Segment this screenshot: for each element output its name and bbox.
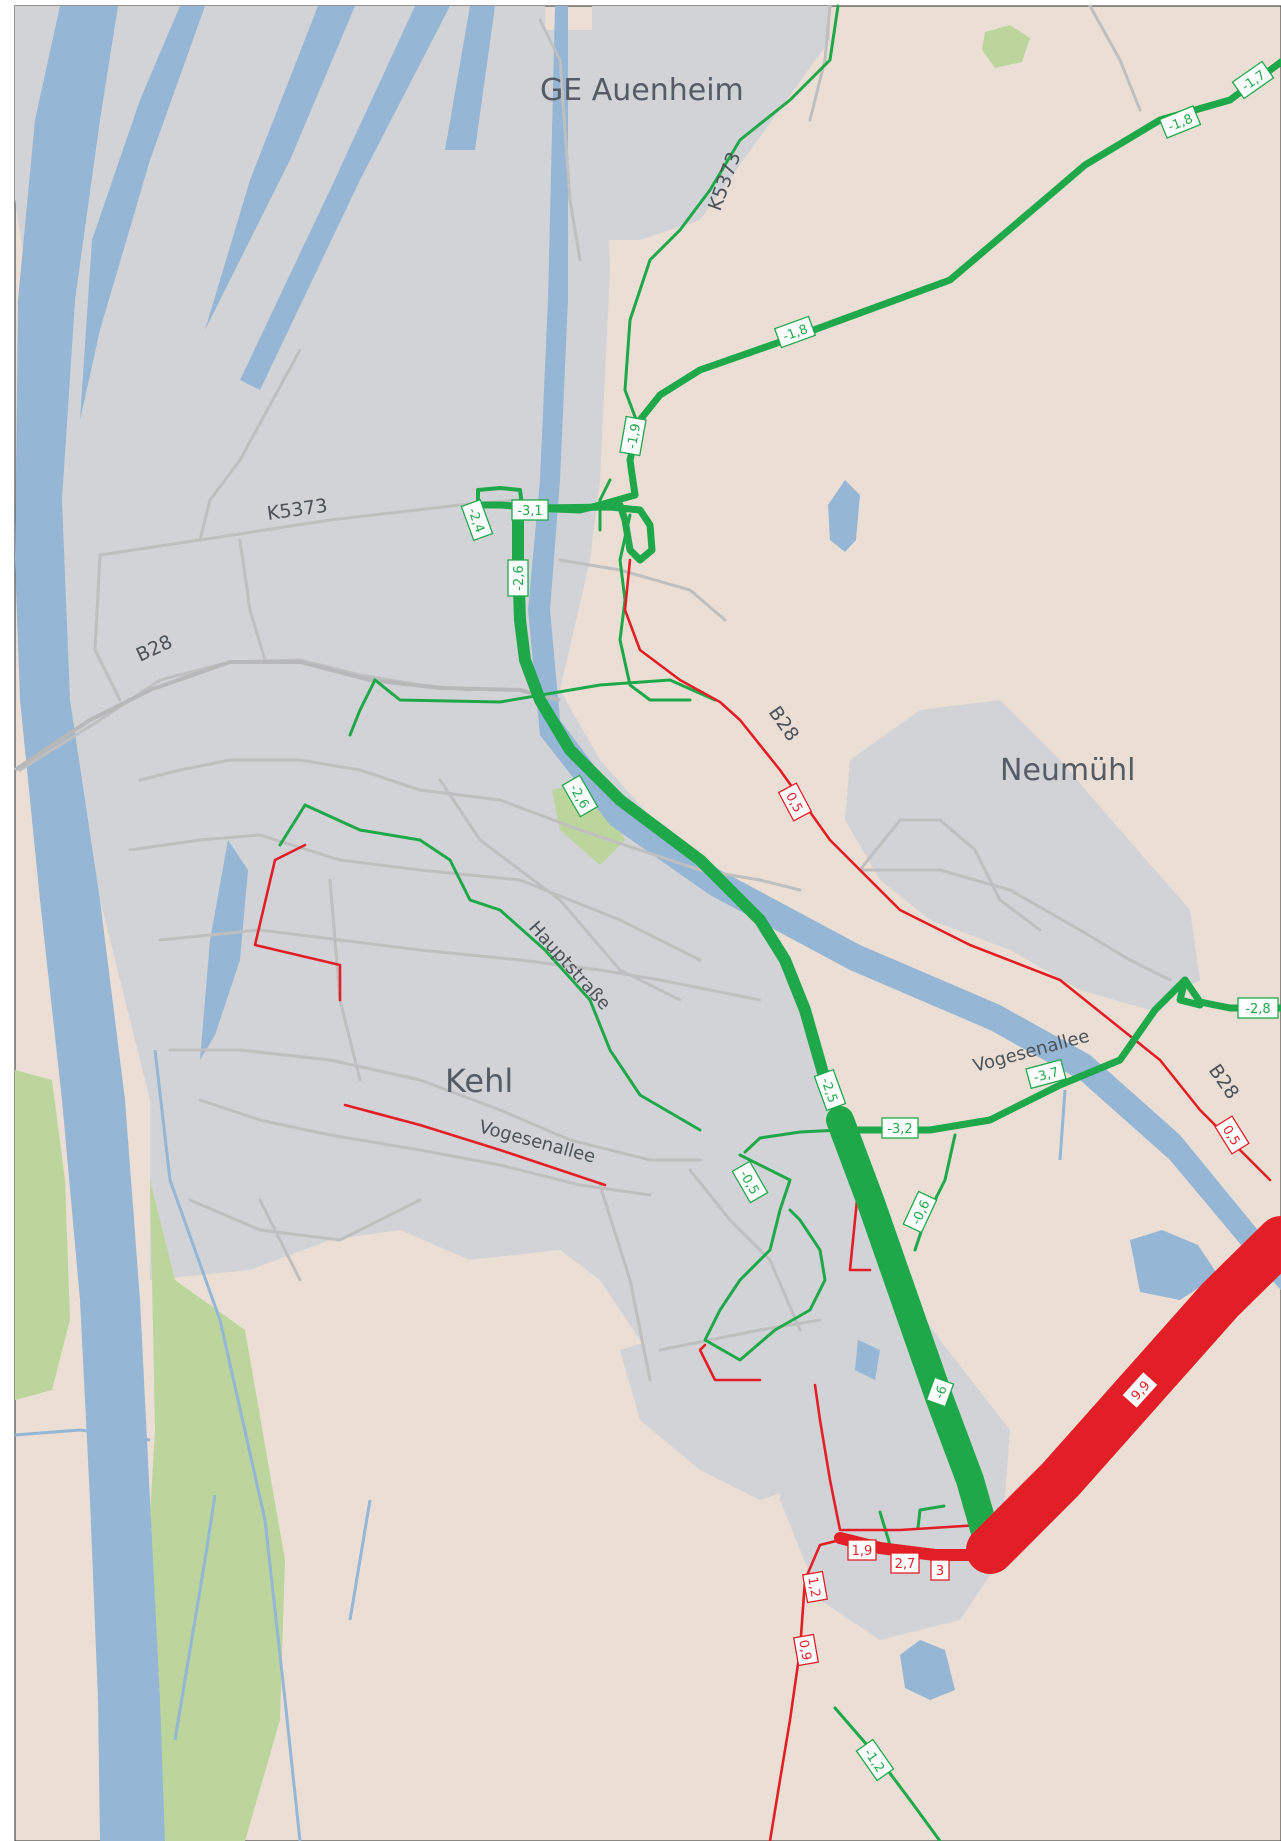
value-label: 0,9 [792, 1633, 820, 1667]
value-label: -6 [925, 1376, 955, 1408]
green-area-west-bank [15, 1070, 70, 1400]
svg-text:-6: -6 [932, 1384, 951, 1401]
value-label: 2,7 [890, 1552, 920, 1574]
value-label: -3,1 [511, 499, 549, 521]
urban-area-south [620, 1320, 840, 1500]
urban-area-neumuehl [845, 700, 1200, 1010]
value-label: -2,8 [1237, 997, 1279, 1019]
road-network [18, 4, 1172, 1382]
svg-text:-3,7: -3,7 [1032, 1065, 1060, 1086]
value-label: -2,5 [813, 1068, 847, 1112]
place-label-auenheim: GE Auenheim [540, 73, 744, 108]
value-label: -2,6 [507, 559, 529, 597]
railway-line [13, 660, 561, 772]
decrease-major-road [826, 1106, 1004, 1564]
svg-text:-2,8: -2,8 [1245, 1002, 1270, 1017]
green-area-park [552, 780, 625, 865]
svg-text:0,9: 0,9 [795, 1639, 813, 1662]
svg-text:3: 3 [936, 1564, 944, 1579]
svg-text:-3,2: -3,2 [887, 1122, 912, 1137]
value-label: 1,9 [847, 1539, 877, 1561]
value-label: 0,5 [1214, 1115, 1250, 1155]
svg-text:1,9: 1,9 [852, 1544, 873, 1559]
value-label: 1,2 [801, 1570, 829, 1604]
value-label: -1,8 [1158, 105, 1202, 139]
green-area-north [982, 25, 1030, 68]
value-label: -2,4 [460, 498, 494, 542]
value-label: -1,9 [619, 415, 647, 457]
value-label: -1,8 [773, 315, 817, 349]
green-area-southwest-strip [145, 1180, 285, 1841]
svg-text:-2,6: -2,6 [512, 565, 527, 590]
svg-text:2,7: 2,7 [895, 1557, 916, 1572]
value-label: 3 [930, 1559, 950, 1581]
decrease-main-road [512, 502, 846, 1126]
svg-text:1,2: 1,2 [804, 1576, 822, 1599]
urban-area-auenheim [592, 6, 830, 240]
decrease-junction-hook [476, 486, 524, 507]
value-label: 0,5 [777, 782, 813, 822]
svg-text:-1,9: -1,9 [625, 422, 644, 450]
water-bodies [15, 6, 1281, 1841]
value-label: -3,2 [881, 1117, 919, 1139]
water-streams [14, 1049, 1067, 1841]
place-label-kehl: Kehl [445, 1062, 513, 1100]
svg-text:-3,1: -3,1 [517, 504, 542, 519]
place-label-neumuehl: Neumühl [1000, 753, 1136, 788]
decrease-minor-lines [278, 4, 957, 1841]
value-label: -3,7 [1025, 1058, 1067, 1090]
